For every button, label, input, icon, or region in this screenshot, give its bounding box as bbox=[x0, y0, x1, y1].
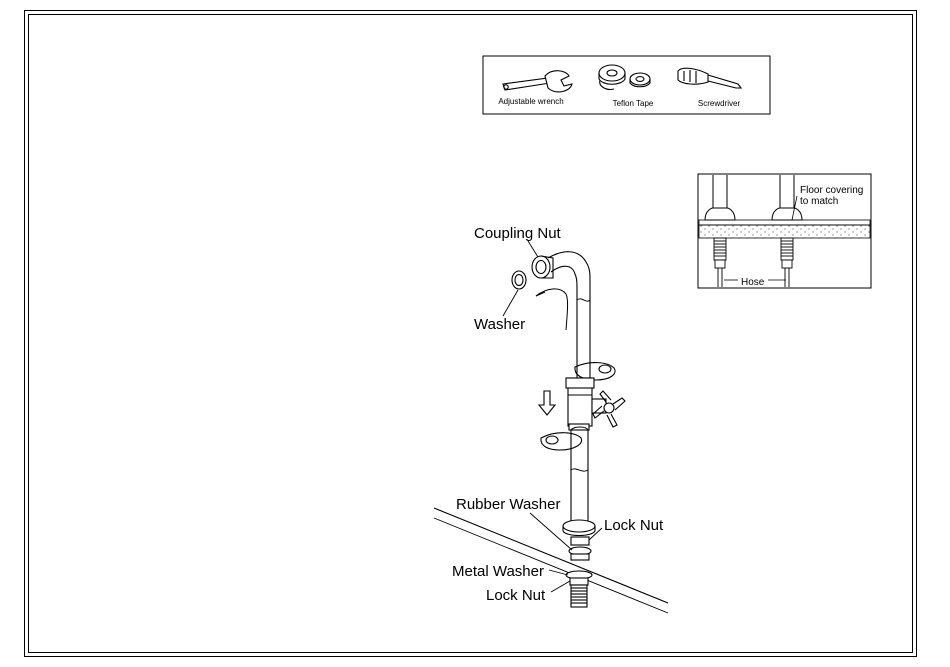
upper-escutcheon bbox=[575, 363, 615, 380]
floor-covering-label-line1: Floor covering bbox=[800, 185, 863, 196]
hose-end bbox=[536, 289, 568, 330]
tool-label-tape: Teflon Tape bbox=[613, 99, 654, 108]
washer-ring bbox=[512, 271, 526, 289]
coupling-nut bbox=[532, 256, 553, 278]
tool-label-wrench: Adjustable wrench bbox=[498, 97, 563, 106]
insert-arrow-icon bbox=[539, 391, 555, 415]
upper-pipe-inner bbox=[551, 266, 577, 360]
valve-body bbox=[566, 378, 625, 430]
below-deck-parts bbox=[566, 571, 592, 607]
tools-panel: Adjustable wrench Teflon Tape Screwdrive… bbox=[483, 56, 770, 114]
floor-covering bbox=[699, 220, 870, 225]
cross-handle bbox=[593, 391, 625, 427]
upper-lock-nut bbox=[571, 537, 589, 545]
subfloor bbox=[699, 225, 870, 238]
faucet-assembly bbox=[512, 252, 625, 560]
tool-label-screwdriver: Screwdriver bbox=[698, 99, 741, 108]
pipe-flange bbox=[563, 520, 595, 536]
metal-washer-label: Metal Washer bbox=[452, 563, 544, 580]
floor-detail-inset: Floor covering to match Hose bbox=[698, 174, 871, 288]
upper-pipe-outer bbox=[548, 252, 590, 360]
coupling-nut-label: Coupling Nut bbox=[474, 225, 562, 242]
lower-lock-nut bbox=[570, 578, 588, 585]
lock-nut-top-label: Lock Nut bbox=[604, 517, 664, 534]
lower-escutcheon bbox=[541, 433, 582, 450]
washer-label: Washer bbox=[474, 316, 525, 333]
floor-covering-label-line2: to match bbox=[800, 196, 838, 207]
hose-label: Hose bbox=[741, 277, 765, 288]
rubber-washer-label: Rubber Washer bbox=[456, 496, 561, 513]
lock-nut-bottom-label: Lock Nut bbox=[486, 587, 546, 604]
